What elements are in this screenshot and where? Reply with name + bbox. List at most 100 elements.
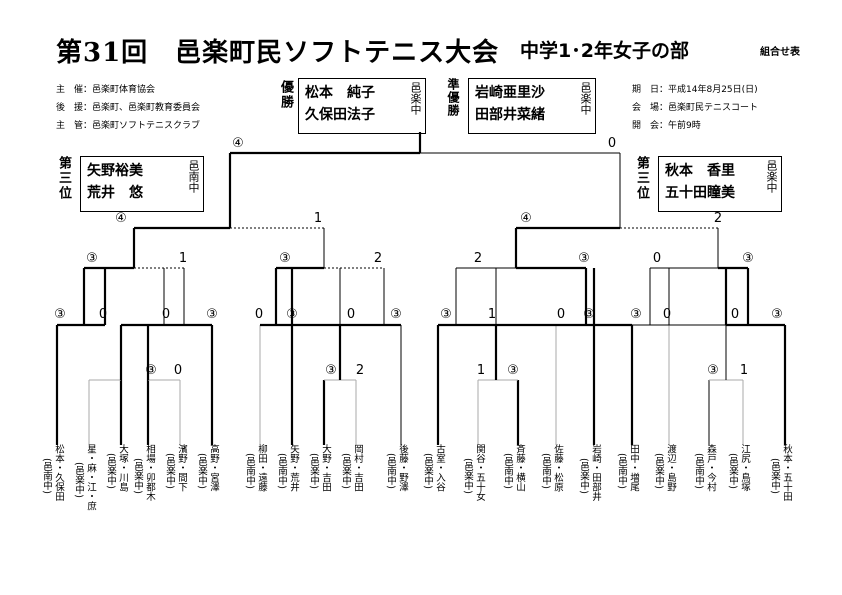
info-start: 開 会：午前9時 xyxy=(632,118,701,131)
player-entry: 田中・増尾(邑南中) xyxy=(616,444,639,492)
qf-score: 0 xyxy=(653,251,661,266)
r16-score: ③ xyxy=(440,307,452,322)
player-entry: 岡村・吉田(邑楽中) xyxy=(340,444,363,492)
page-title: 第31回 邑楽町民ソフトテニス大会 xyxy=(56,38,500,68)
r16-score: ③ xyxy=(286,307,298,322)
player-entry: 高野・宮澤(邑楽中) xyxy=(196,444,219,492)
r32-score: ③ xyxy=(507,363,519,378)
player-entry: 佐藤・松原(邑南中) xyxy=(540,444,563,492)
player-school: (邑南中) xyxy=(616,452,627,489)
player-name: 江尻・鳥塚 xyxy=(739,444,750,492)
info-sponsor: 主 催：邑楽町体育協会 xyxy=(56,82,155,95)
player-name: 岡村・吉田 xyxy=(352,444,363,492)
third-left-label: 第三位 xyxy=(56,156,71,201)
player-entry: 矢野・荒井(邑南中) xyxy=(276,444,299,492)
winner-school: 邑楽中 xyxy=(409,82,422,115)
r16-score: ③ xyxy=(390,307,402,322)
player-school: (邑楽中) xyxy=(132,457,143,494)
r16-score: ③ xyxy=(771,307,783,322)
player-name: 森戸・今村 xyxy=(705,444,716,492)
third-right-name-2: 五十田瞳美 xyxy=(665,185,735,201)
qf-score: 2 xyxy=(474,251,482,266)
qf-score: ③ xyxy=(86,251,98,266)
player-school: (邑楽中) xyxy=(308,452,319,489)
third-left-school: 邑南中 xyxy=(187,160,200,193)
player-school: (邑楽中) xyxy=(727,452,738,489)
r16-score: ③ xyxy=(54,307,66,322)
player-entry: 江尻・鳥塚(邑楽中) xyxy=(727,444,750,492)
player-name: 松本・久保田 xyxy=(53,444,64,501)
third-left-box: 矢野裕美 荒井 悠 邑南中 xyxy=(80,156,204,212)
player-entry: 濱野・間下(邑楽中) xyxy=(164,444,187,492)
player-entry: 渡辺・島野(邑楽中) xyxy=(653,444,676,492)
player-name: 大塚・川島 xyxy=(117,444,128,492)
player-name: 星・麻・江・庶 xyxy=(85,444,96,511)
third-right-names: 秋本 香里 五十田瞳美 xyxy=(665,160,735,204)
runner-up-box: 岩崎亜里沙 田部井菜緒 邑楽中 xyxy=(468,78,596,134)
player-entry: 古室・入谷(邑楽中) xyxy=(422,444,445,492)
r16-score: ③ xyxy=(206,307,218,322)
player-name: 関谷・五十女 xyxy=(474,444,485,501)
player-entry: 柳田・遠藤(邑南中) xyxy=(244,444,267,492)
info-support: 後 援：邑楽町、邑楽町教育委員会 xyxy=(56,100,200,113)
player-name: 高野・宮澤 xyxy=(208,444,219,492)
player-entry: 大野・吉田(邑楽中) xyxy=(308,444,331,492)
player-entry: 松本・久保田(邑南中) xyxy=(41,444,64,501)
player-name: 柳田・遠藤 xyxy=(256,444,267,492)
player-name: 相場・卯都木 xyxy=(144,444,155,501)
division-title: 中学1･2年女子の部 xyxy=(520,40,689,62)
third-left-name-2: 荒井 悠 xyxy=(87,185,143,201)
r32-score: ③ xyxy=(325,363,337,378)
qf-score: 1 xyxy=(179,251,187,266)
player-school: (邑楽中) xyxy=(462,457,473,494)
info-label: 会 場 xyxy=(632,103,660,113)
r32-score: ③ xyxy=(145,363,157,378)
info-label: 主 催 xyxy=(56,85,84,95)
final-score-right: 0 xyxy=(608,136,616,151)
chart-label: 組合せ表 xyxy=(760,47,800,58)
sf-score: 2 xyxy=(714,211,722,226)
info-organizer: 主 管：邑楽町ソフトテニスクラブ xyxy=(56,118,200,131)
sf-score: ④ xyxy=(115,211,127,226)
r16-score: 0 xyxy=(731,307,739,322)
player-entry: 斉藤・横山(邑南中) xyxy=(502,444,525,492)
info-date: 期 日：平成14年8月25日(日) xyxy=(632,82,758,95)
runner-up-name-2: 田部井菜緒 xyxy=(475,107,545,123)
player-entry: 相場・卯都木(邑楽中) xyxy=(132,444,155,501)
player-name: 佐藤・松原 xyxy=(552,444,563,492)
player-school: (邑楽中) xyxy=(653,452,664,489)
player-school: (邑南中) xyxy=(385,452,396,489)
info-value: ：邑楽町、邑楽町教育委員会 xyxy=(83,103,201,113)
r16-score: 0 xyxy=(162,307,170,322)
player-school: (邑南中) xyxy=(276,452,287,489)
player-name: 田中・増尾 xyxy=(628,444,639,492)
player-entry: 星・麻・江・庶(邑楽中) xyxy=(73,444,96,511)
runner-up-name-1: 岩崎亜里沙 xyxy=(475,85,545,101)
info-label: 期 日 xyxy=(632,85,660,95)
info-value: ：邑楽町ソフトテニスクラブ xyxy=(83,121,201,131)
player-school: (邑南中) xyxy=(502,452,513,489)
player-entry: 岩崎・田部井(邑楽中) xyxy=(578,444,601,501)
player-name: 岩崎・田部井 xyxy=(590,444,601,501)
player-school: (邑楽中) xyxy=(422,452,433,489)
r32-score: 1 xyxy=(477,363,485,378)
info-label: 後 援 xyxy=(56,103,84,113)
qf-score: 2 xyxy=(374,251,382,266)
player-school: (邑楽中) xyxy=(105,452,116,489)
r16-score: 0 xyxy=(663,307,671,322)
player-entry: 関谷・五十女(邑楽中) xyxy=(462,444,485,501)
player-school: (邑楽中) xyxy=(578,457,589,494)
r16-score: ③ xyxy=(583,307,595,322)
info-value: ：邑楽町民テニスコート xyxy=(659,103,759,113)
player-name: 濱野・間下 xyxy=(176,444,187,492)
player-school: (邑楽中) xyxy=(164,452,175,489)
player-name: 大野・吉田 xyxy=(320,444,331,492)
player-name: 秋本・五十田 xyxy=(781,444,792,501)
info-venue: 会 場：邑楽町民テニスコート xyxy=(632,100,758,113)
runner-up-label: 準優勝 xyxy=(446,78,460,117)
winner-label: 優勝 xyxy=(278,80,293,110)
winner-box: 松本 純子 久保田法子 邑楽中 xyxy=(298,78,426,134)
qf-score: ③ xyxy=(578,251,590,266)
r16-score: ③ xyxy=(630,307,642,322)
